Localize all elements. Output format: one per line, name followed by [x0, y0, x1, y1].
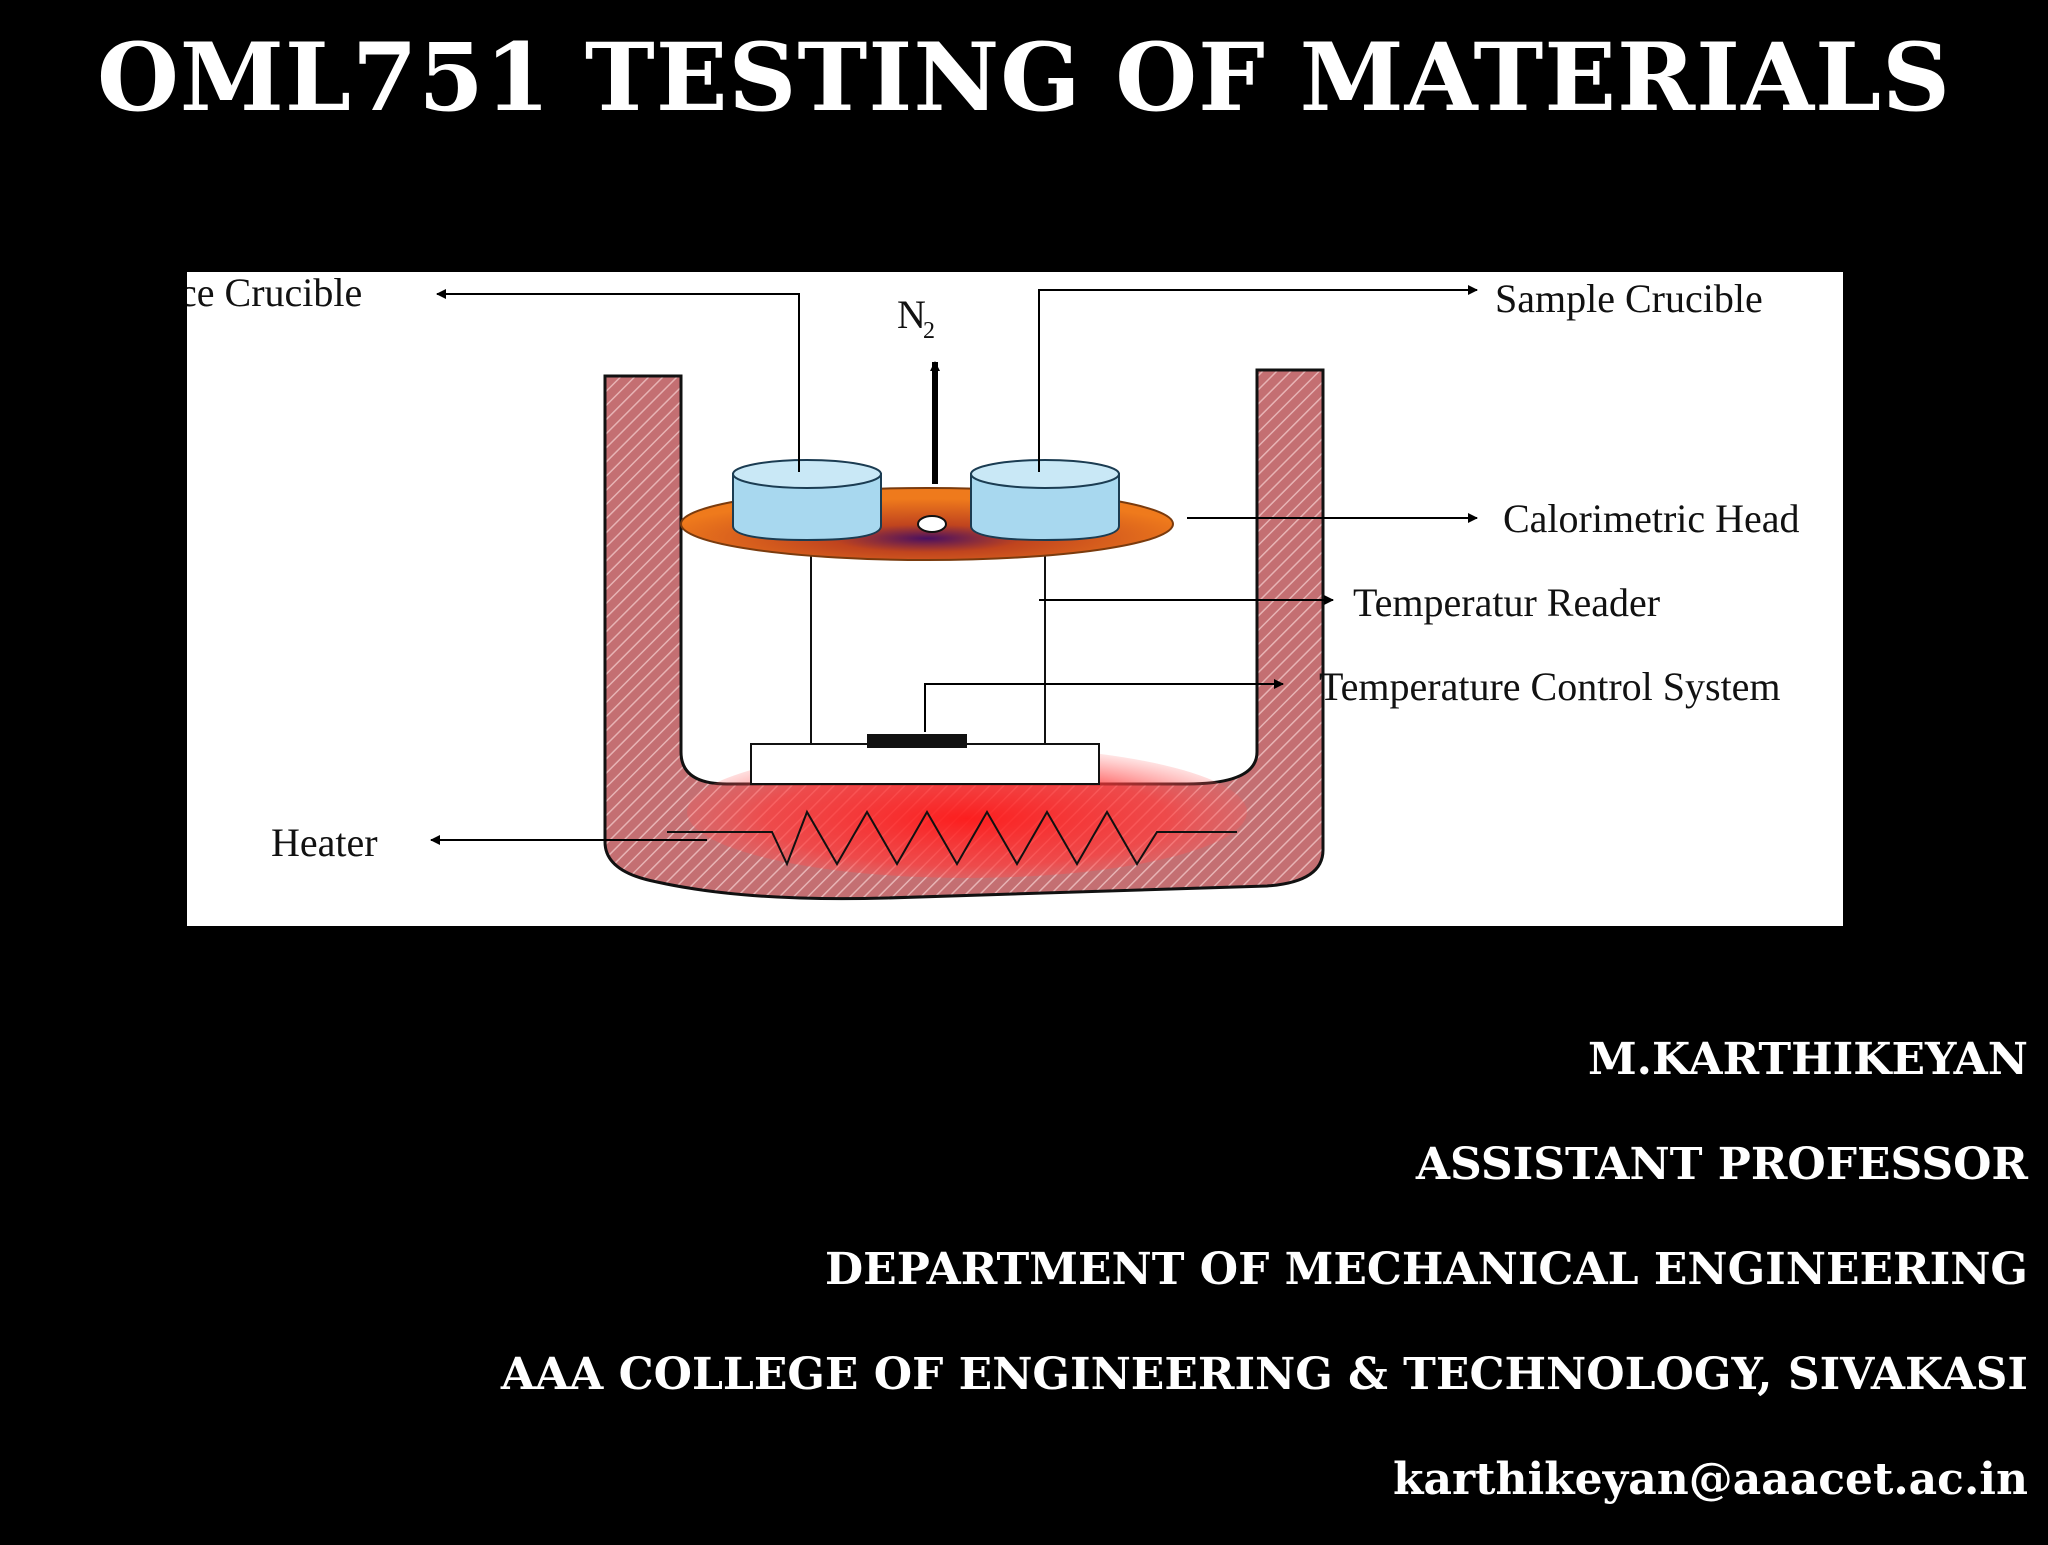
- heater-coil: [667, 809, 1237, 867]
- label-gas-subscript: 2: [923, 318, 935, 344]
- arrow-reference-crucible: [436, 289, 800, 472]
- purge-hole: [917, 515, 947, 533]
- arrow-sample-crucible: [1038, 285, 1478, 472]
- author-email: karthikeyan@aaacet.ac.in: [1392, 1454, 2028, 1505]
- author-name: M.KARTHIKEYAN: [1587, 1034, 2028, 1085]
- label-temperature-control: Temperature Control System: [1319, 664, 1781, 709]
- slide-title: OML751 TESTING OF MATERIALS: [96, 23, 1952, 133]
- label-temperature-reader: Temperatur Reader: [1353, 580, 1660, 625]
- author-designation: ASSISTANT PROFESSOR: [1415, 1139, 2028, 1190]
- furnace-wall: [603, 368, 1325, 901]
- reference-crucible: [732, 459, 882, 542]
- author-credits: M.KARTHIKEYAN ASSISTANT PROFESSOR DEPART…: [128, 1020, 2028, 1545]
- label-reference-crucible: ce Crucible: [187, 272, 362, 315]
- label-calorimetric-head: Calorimetric Head: [1503, 496, 1800, 541]
- author-department: DEPARTMENT OF MECHANICAL ENGINEERING: [825, 1244, 2028, 1295]
- label-heater: Heater: [271, 820, 378, 865]
- label-gas-n: N: [897, 292, 926, 337]
- sample-crucible: [970, 459, 1120, 542]
- label-sample-crucible: Sample Crucible: [1495, 276, 1763, 321]
- thermocouple-element: [867, 734, 967, 748]
- arrow-temperature-control: [924, 679, 1284, 732]
- author-college: AAA COLLEGE OF ENGINEERING & TECHNOLOGY,…: [500, 1349, 2028, 1400]
- dsc-diagram: ce Crucible N 2 Sample Crucible Calorime…: [187, 272, 1843, 926]
- sample-plate: [750, 743, 1100, 785]
